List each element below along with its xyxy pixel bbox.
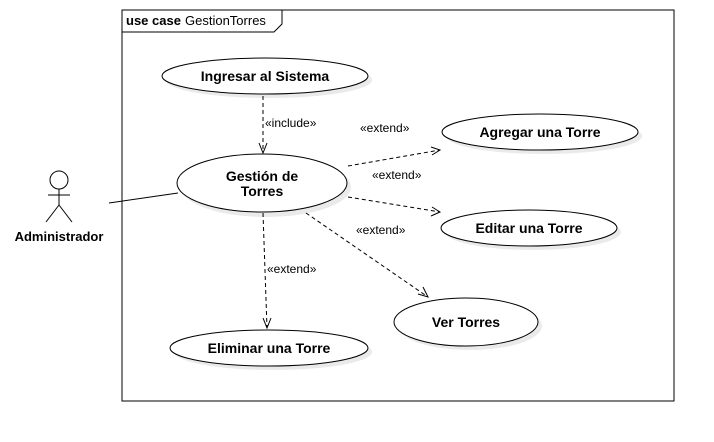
extend-ver-arrowhead bbox=[417, 286, 429, 298]
extend-ver-label: «extend» bbox=[356, 223, 406, 237]
frame-name: GestionTorres bbox=[185, 13, 266, 28]
frame-tab bbox=[122, 10, 283, 33]
association-line bbox=[108, 192, 179, 204]
use-case-gestion[interactable]: Gestión de Torres bbox=[176, 153, 348, 213]
frame-keyword: use case bbox=[126, 13, 181, 28]
actor-right-leg bbox=[58, 204, 73, 223]
actor-head bbox=[49, 170, 69, 190]
include-label: «include» bbox=[265, 116, 317, 130]
extend-editar-label: «extend» bbox=[372, 168, 422, 182]
extend-agregar-arrowhead bbox=[430, 146, 442, 156]
use-case-gestion-label-line2: Torres bbox=[241, 183, 284, 199]
actor-administrador[interactable]: Administrador bbox=[15, 170, 104, 244]
use-case-ingresar[interactable]: Ingresar al Sistema bbox=[161, 57, 369, 95]
use-case-ver-label: Ver Torres bbox=[432, 314, 500, 330]
use-case-agregar-label: Agregar una Torre bbox=[479, 124, 600, 140]
extend-eliminar-arrowhead bbox=[262, 317, 272, 330]
extend-editar-arrowhead bbox=[430, 206, 442, 217]
use-case-editar[interactable]: Editar una Torre bbox=[440, 209, 618, 247]
actor-left-leg bbox=[45, 204, 60, 223]
use-case-ver[interactable]: Ver Torres bbox=[393, 297, 539, 347]
use-case-ingresar-label: Ingresar al Sistema bbox=[201, 68, 330, 84]
use-case-eliminar-label: Eliminar una Torre bbox=[208, 340, 331, 356]
extend-eliminar-label: «extend» bbox=[267, 262, 317, 276]
extend-ver-relationship: «extend» bbox=[305, 212, 429, 298]
extend-agregar-relationship: «extend» bbox=[347, 121, 442, 167]
use-case-eliminar[interactable]: Eliminar una Torre bbox=[169, 329, 369, 367]
include-relationship: «include» bbox=[258, 96, 317, 155]
actor-label: Administrador bbox=[15, 229, 104, 244]
extend-editar-relationship: «extend» bbox=[347, 168, 442, 217]
use-case-agregar[interactable]: Agregar una Torre bbox=[441, 113, 639, 151]
use-case-gestion-label-line1: Gestión de bbox=[226, 168, 299, 184]
include-arrowhead bbox=[258, 142, 268, 155]
extend-agregar-label: «extend» bbox=[360, 121, 410, 135]
use-case-editar-label: Editar una Torre bbox=[475, 220, 582, 236]
extend-eliminar-relationship: «extend» bbox=[262, 212, 317, 330]
